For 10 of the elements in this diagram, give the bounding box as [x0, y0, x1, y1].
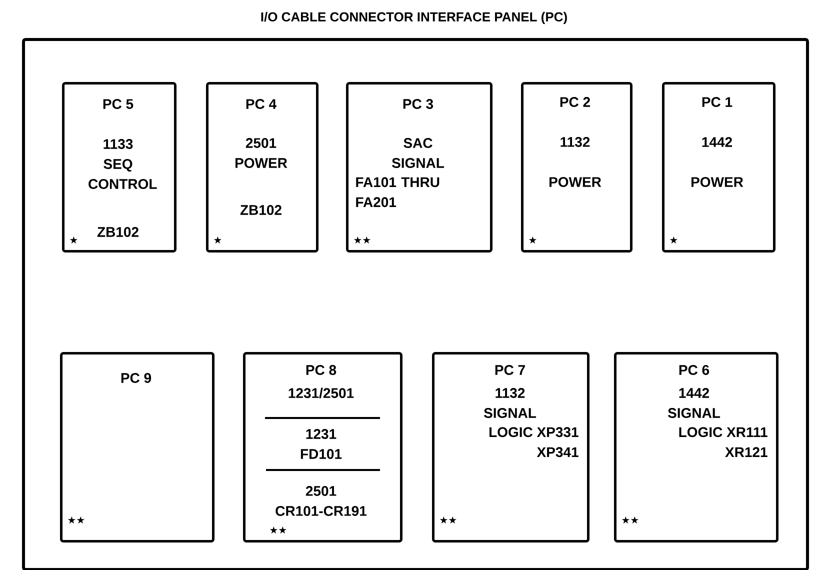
- connector-card: PC 1 1442 POWER ★: [662, 82, 776, 252]
- node-label: I/O CABLE CONNECTOR INTERFACE PANEL (PC): [261, 12, 567, 24]
- connector-card: PC 4 2501 POWER ZB102 ★: [206, 82, 318, 252]
- connector-card: PC 7 1132 SIGNAL LOGIC XP331 XP341 ★★: [432, 352, 590, 542]
- connector-card: PC 3 SAC SIGNAL FA101 THRU FA201 ★★: [346, 82, 492, 252]
- connector-card: PC 8 1231/2501 1231 FD101 2501 CR101-CR191 ★★: [243, 352, 402, 542]
- connector-card: PC 2 1132 POWER ★: [521, 82, 632, 252]
- connector-card: PC 5 1133 SEQ CONTROL ZB102 ★: [62, 82, 176, 252]
- connector-card: PC 6 1442 SIGNAL LOGIC XR111 XR121 ★★: [614, 352, 778, 542]
- connector-card: PC 9 ★★: [60, 352, 214, 542]
